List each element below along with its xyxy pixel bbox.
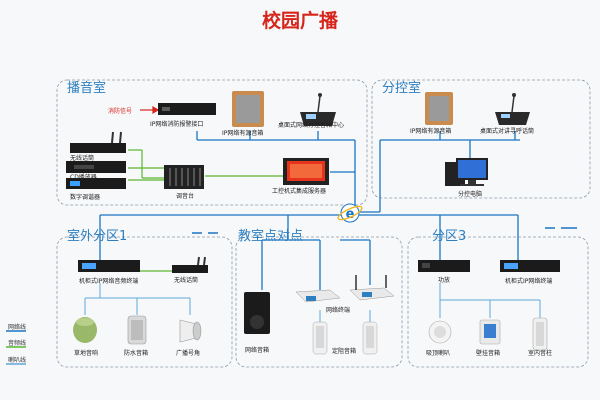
ceiling-speaker-device-3: [428, 320, 452, 344]
label-rack-ip-terminal-2: 机柜式IP网络终端: [505, 278, 553, 285]
network-terminal-device-2: [349, 275, 395, 301]
lawn-speaker-device: [73, 317, 97, 343]
column-speaker-device: [532, 317, 548, 351]
label-fire-signal: 消防信号: [108, 108, 133, 115]
network-speaker-device: [244, 292, 270, 334]
label-fire-interface: IP网络消防报警接口: [150, 121, 204, 128]
wireless-mic-device-2: [172, 256, 208, 273]
zone-classroom: [235, 236, 403, 368]
rack-ip-terminal-device-1: [78, 260, 140, 272]
wall-speaker-device: [479, 319, 501, 345]
label-ip-speaker-1: IP网络有源音箱: [222, 130, 264, 137]
audio-lines: [128, 149, 283, 272]
label-lawn-speaker: 草地音响: [74, 350, 99, 357]
zone-title-sub-control: 分控室: [382, 81, 422, 96]
zone-outdoor: [56, 236, 233, 368]
decorative-dashes: [192, 227, 577, 234]
zone-sub-control: [371, 79, 591, 199]
label-wireless-mic-2: 无线话筒: [174, 277, 199, 284]
horn-speaker-device: [179, 319, 202, 343]
desktop-paging-center-device: [300, 93, 336, 126]
label-network-terminal: 网络终端: [326, 307, 351, 314]
fire-signal-line: [140, 105, 160, 115]
label-desktop-paging-center: 桌面式网络分控音箱中心: [278, 122, 345, 129]
label-mixer: 调音台: [176, 193, 195, 200]
speaker-lines: [84, 283, 541, 322]
internet-explorer-icon: e: [337, 203, 363, 223]
label-ceiling-speaker: 定阻音箱: [332, 348, 357, 355]
legend-speaker-line: 喇叭线: [8, 357, 27, 364]
mixer-device: [164, 165, 204, 189]
fire-alarm-interface-device: [158, 103, 216, 115]
ipc-server-device: [283, 158, 329, 185]
network-terminal-device-1: [295, 289, 341, 303]
waterproof-speaker-device: [127, 315, 147, 345]
label-rack-ip-terminal-1: 机柜式IP网络音频终端: [79, 278, 139, 285]
zone-title-zone3: 分区3: [432, 229, 467, 244]
label-horn: 广播号角: [176, 350, 201, 357]
wireless-mic-device: [70, 131, 126, 153]
svg-text:e: e: [346, 207, 355, 222]
zone-title-outdoor: 室外分区1: [67, 229, 128, 244]
legend-audio-line: 音频线: [8, 340, 27, 347]
label-wireless-mic: 无线话筒: [70, 155, 95, 162]
diagram-title: 校园广播: [261, 10, 338, 32]
label-ip-speaker-2: IP网络有源音箱: [410, 128, 452, 135]
label-wall-speaker: 壁挂音箱: [476, 350, 501, 357]
zone-title-broadcast-room: 播音室: [67, 81, 107, 96]
legend-swatches: [6, 330, 26, 365]
label-network-speaker: 网络音箱: [245, 347, 270, 354]
label-digital-tuner: 数字调谐器: [70, 194, 101, 201]
ceiling-speaker-device-1: [312, 321, 328, 355]
label-ipc-server: 工控机式集成服务器: [272, 188, 327, 195]
label-ceiling-speaker-2: 吸顶喇叭: [426, 350, 451, 357]
sub-pc-device: [445, 158, 488, 186]
label-desktop-paging: 桌面式对讲寻呼话筒: [480, 128, 535, 135]
label-waterproof-speaker: 防水音箱: [124, 350, 149, 357]
ceiling-speaker-device-2: [362, 321, 378, 355]
label-amplifier: 功放: [438, 277, 451, 284]
rack-ip-terminal-device-2: [500, 260, 560, 272]
legend-network-line: 网络线: [8, 324, 27, 331]
ip-speaker-device-1: [232, 91, 264, 127]
label-column-speaker: 室内音柱: [528, 350, 553, 357]
label-sub-pc: 分控电脑: [458, 191, 483, 198]
amplifier-device: [418, 260, 470, 272]
zone-broadcast-room: [56, 79, 368, 206]
network-lines: [99, 131, 520, 290]
ip-speaker-device-2: [425, 92, 453, 125]
zone-zone3: [407, 236, 589, 368]
digital-tuner-device: [66, 178, 126, 189]
label-cd-player: CD播放器: [70, 174, 97, 181]
zone-title-classroom: 教室点对点: [238, 229, 304, 244]
desktop-paging-device: [495, 93, 530, 125]
cd-player-device: [66, 161, 126, 173]
